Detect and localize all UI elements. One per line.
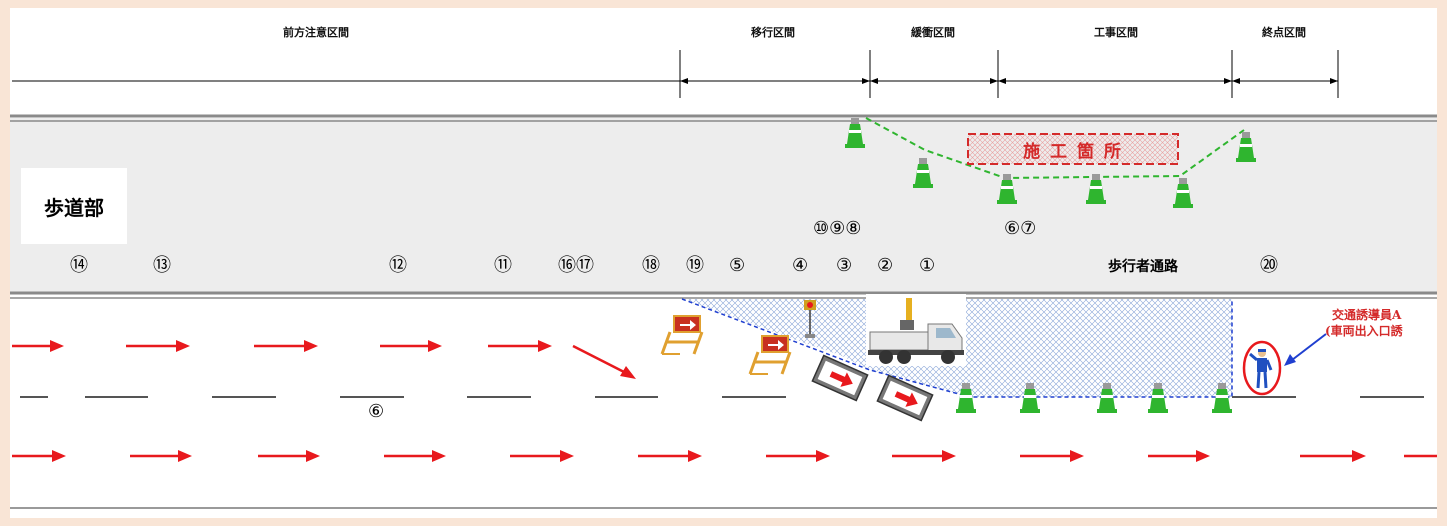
zone-forward-caution-label: 前方注意区間 <box>283 26 349 39</box>
traffic-cone-icon <box>1236 132 1256 162</box>
zone-work-label: 工事区間 <box>1094 26 1138 39</box>
traffic-cone-icon <box>913 158 933 188</box>
traffic-cone-icon <box>1148 383 1168 413</box>
barricade-icon <box>660 315 704 355</box>
marker-11: ⑪ <box>494 255 512 276</box>
upper-lane-arrows <box>12 340 636 379</box>
marker-18: ⑱ <box>642 255 660 276</box>
traffic-cone-icon <box>1097 383 1117 413</box>
lower-lane-arrows <box>12 450 1437 462</box>
marker-3: ③ <box>836 255 853 276</box>
flagger-callout-arrow <box>1284 333 1327 366</box>
sidewalk-label: 歩道部 <box>44 196 104 220</box>
arrow-sign-board-icon <box>876 374 934 422</box>
traffic-cone-icon <box>997 174 1017 204</box>
marker-19: ⑲ <box>686 255 704 276</box>
marker-5: ⑤ <box>729 255 746 276</box>
traffic-cone-icon <box>1020 383 1040 413</box>
worksite-label: 施 工 箇 所 <box>1023 142 1123 162</box>
traffic-cone-icon <box>1212 383 1232 413</box>
marker-6-road: ⑥ <box>368 401 385 422</box>
arrow-sign-board-icon <box>811 354 869 402</box>
traffic-cone-icon <box>845 118 865 148</box>
zone-end-label: 終点区間 <box>1262 26 1306 39</box>
dimension-line <box>12 50 1339 98</box>
marker-6-7: ⑥⑦ <box>1004 218 1037 239</box>
marker-13: ⑬ <box>153 255 171 276</box>
zone-buffer-label: 緩衝区間 <box>911 26 955 39</box>
flagger-label-line2: (車両出入口誘 <box>1325 324 1403 338</box>
traffic-cone-icon <box>956 383 976 413</box>
marker-4: ④ <box>792 255 809 276</box>
worksite-area <box>967 133 1179 165</box>
flagger-label-line1: 交通誘導員A <box>1332 308 1402 322</box>
zone-transition-label: 移行区間 <box>751 26 795 39</box>
warning-light-icon <box>804 300 816 338</box>
pedestrian-passage-label: 歩行者通路 <box>1108 259 1178 275</box>
marker-2: ② <box>877 255 894 276</box>
marker-1: ① <box>919 255 936 276</box>
flagger-person-icon <box>1242 340 1282 396</box>
dump-truck-icon <box>866 294 966 366</box>
traffic-cone-icon <box>1173 178 1193 208</box>
traffic-cone-icon <box>1086 174 1106 204</box>
marker-16-17: ⑯⑰ <box>558 255 594 276</box>
sidewalk-band <box>10 118 1437 294</box>
barricade-icon <box>748 335 792 375</box>
marker-12: ⑫ <box>389 255 407 276</box>
marker-14: ⑭ <box>70 255 88 276</box>
sidewalk-label-box <box>21 168 127 244</box>
dimension-arrows <box>680 78 1338 84</box>
marker-20: ⑳ <box>1260 255 1278 276</box>
marker-10-9-8: ⑩⑨⑧ <box>813 218 862 239</box>
